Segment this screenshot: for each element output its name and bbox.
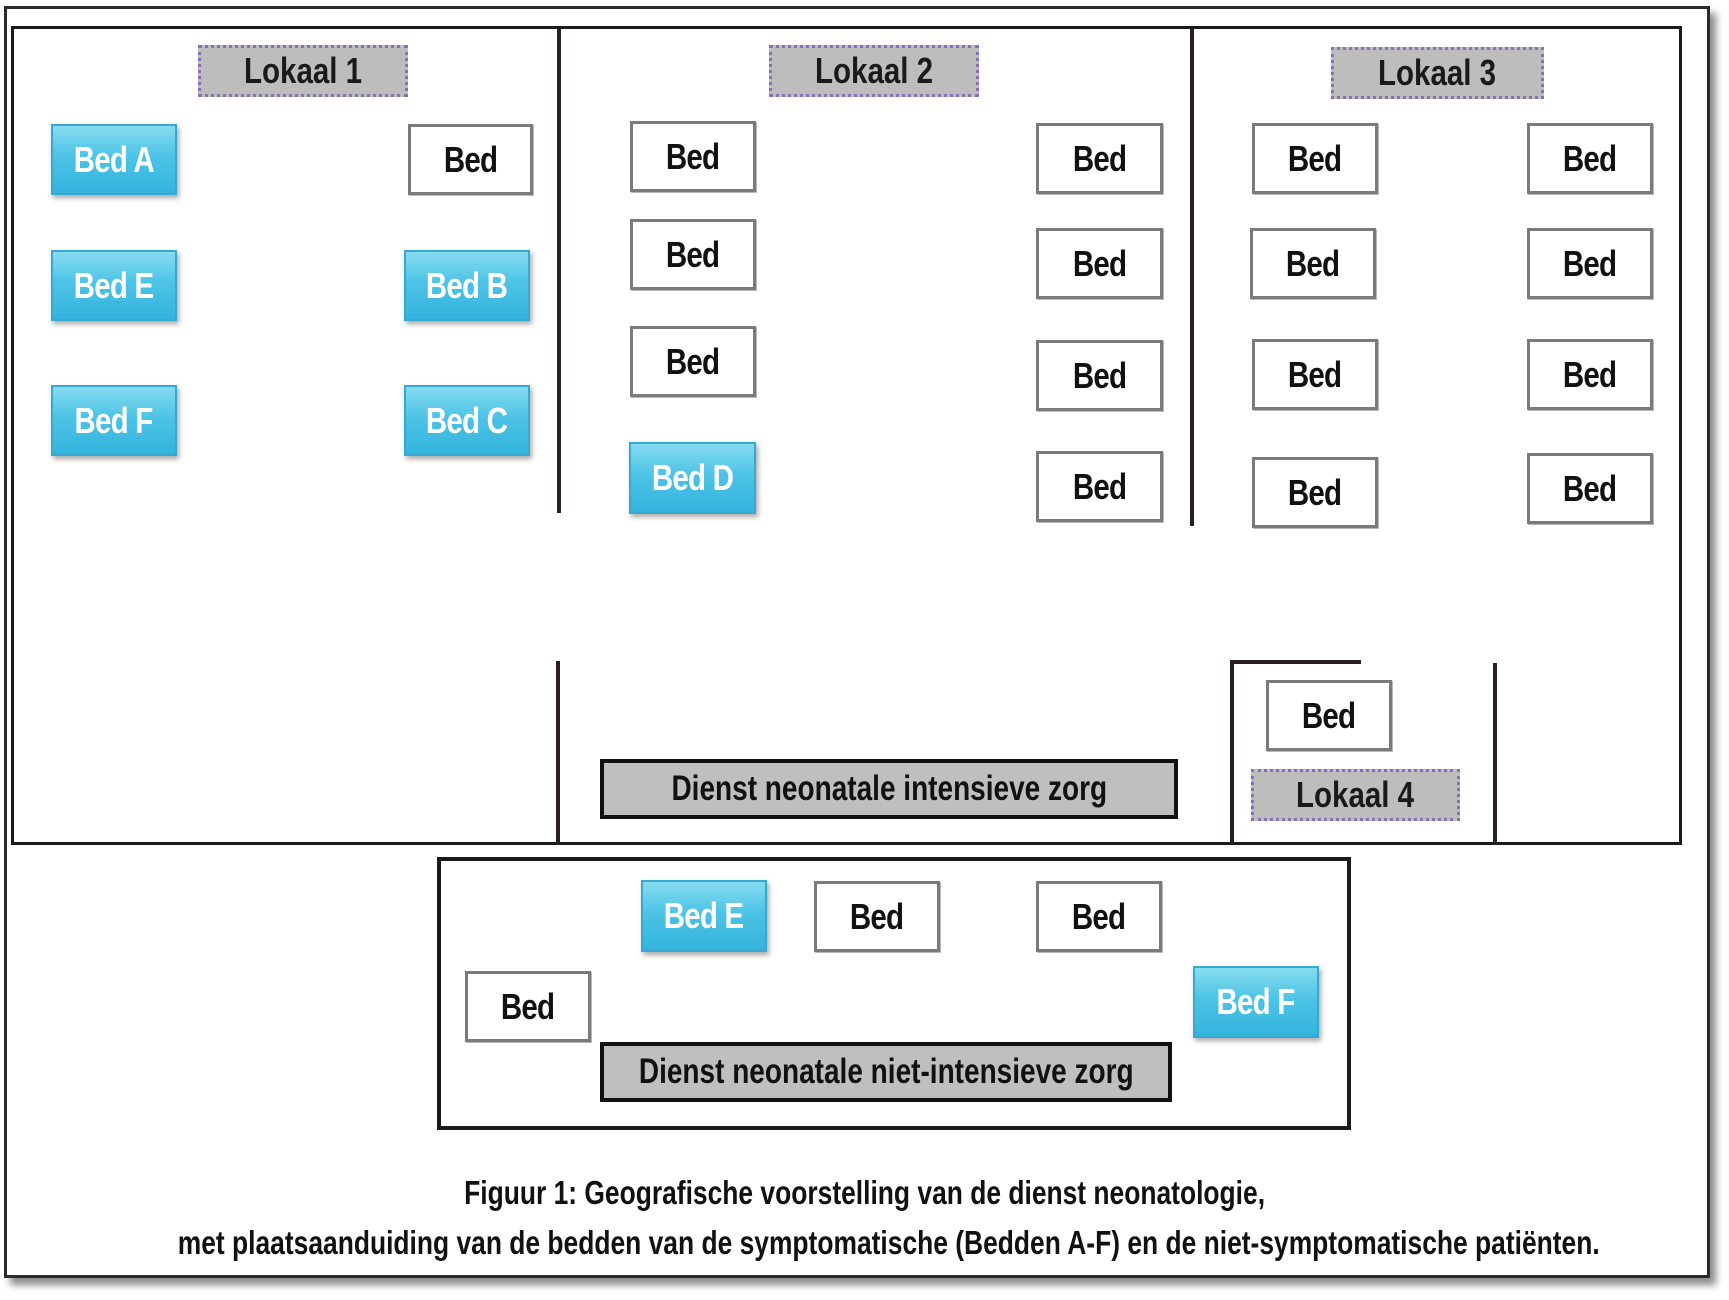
bed-e: Bed E — [51, 250, 177, 321]
bed: Bed — [1252, 457, 1378, 528]
bed-e: Bed E — [641, 880, 767, 952]
wall-lokaal4-left — [1230, 660, 1234, 845]
bed: Bed — [408, 124, 533, 195]
room-label-lokaal3: Lokaal 3 — [1331, 47, 1544, 99]
bed: Bed — [1527, 123, 1653, 194]
bed: Bed — [630, 219, 756, 290]
bed: Bed — [1036, 451, 1163, 522]
bed: Bed — [1252, 123, 1378, 194]
department-label-non-intensive: Dienst neonatale niet-intensieve zorg — [600, 1042, 1172, 1102]
bed-c: Bed C — [404, 385, 530, 456]
bed: Bed — [1527, 228, 1653, 299]
bed: Bed — [630, 326, 756, 397]
wall-lokaal1-lokaal2-upper — [557, 29, 561, 513]
bed: Bed — [1036, 881, 1162, 952]
room-label-lokaal2: Lokaal 2 — [769, 45, 979, 97]
wall-lokaal4-right — [1493, 663, 1497, 845]
bed: Bed — [1036, 123, 1163, 194]
bed: Bed — [1266, 680, 1392, 751]
bed: Bed — [630, 121, 756, 192]
bed: Bed — [465, 971, 591, 1042]
department-label-nicu: Dienst neonatale intensieve zorg — [600, 759, 1178, 819]
bed-b: Bed B — [404, 250, 530, 321]
bed-d: Bed D — [629, 442, 756, 514]
bed-f: Bed F — [51, 385, 177, 456]
bed: Bed — [1250, 228, 1376, 299]
figure-caption-line1: Figuur 1: Geografische voorstelling van … — [464, 1174, 1265, 1211]
room-label-lokaal1: Lokaal 1 — [198, 45, 408, 97]
bed: Bed — [1252, 339, 1378, 410]
bed: Bed — [814, 881, 940, 952]
bed-a: Bed A — [51, 124, 177, 195]
bed: Bed — [1527, 339, 1653, 410]
wall-lokaal2-lokaal3 — [1190, 29, 1194, 526]
bed: Bed — [1036, 228, 1163, 299]
bed: Bed — [1036, 340, 1163, 411]
wall-lokaal1-lower — [556, 661, 560, 845]
room-label-lokaal4: Lokaal 4 — [1251, 769, 1460, 821]
bed: Bed — [1527, 453, 1653, 524]
bed-f: Bed F — [1193, 966, 1319, 1038]
wall-lokaal4-top — [1230, 660, 1361, 664]
nicu-area — [11, 26, 1682, 845]
non-intensive-care-area — [437, 857, 1351, 1130]
figure-caption-line2: met plaatsaanduiding van de bedden van d… — [177, 1224, 1600, 1261]
